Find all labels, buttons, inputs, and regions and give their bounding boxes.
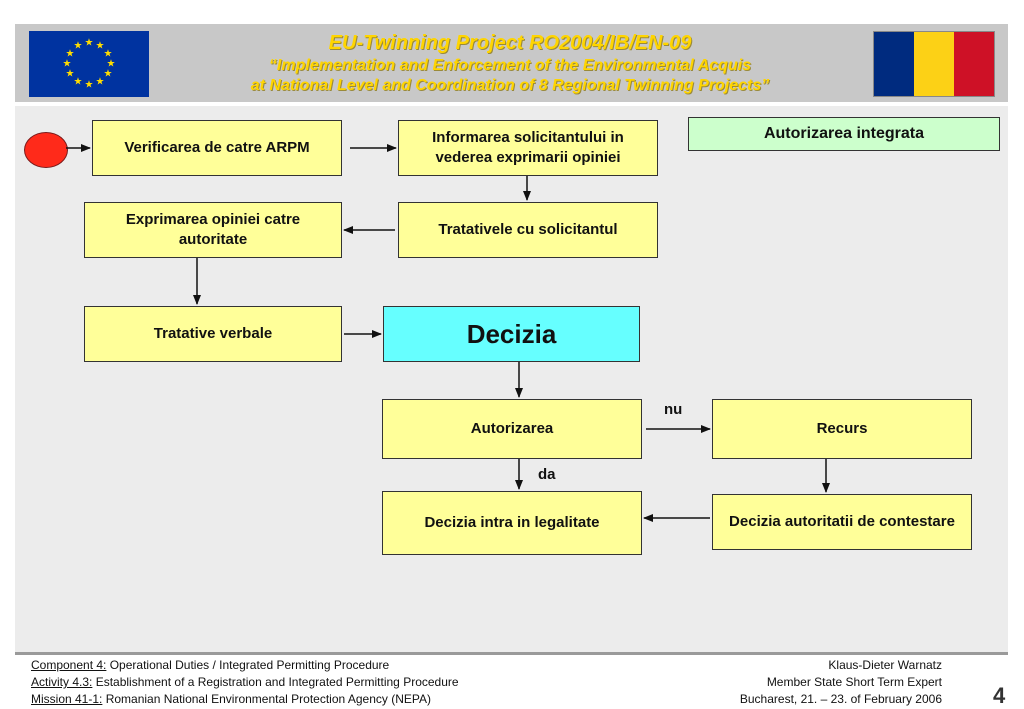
svg-text:★: ★ [74, 41, 83, 52]
node-decizia-legalitate: Decizia intra in legalitate [382, 491, 642, 555]
svg-text:★: ★ [104, 69, 113, 80]
footer-component: Component 4: Operational Duties / Integr… [31, 657, 459, 674]
edge-label-da: da [538, 466, 556, 483]
eu-flag-icon: ★★★ ★★★ ★★★ ★★★ [29, 31, 149, 97]
node-autorizarea: Autorizarea [382, 399, 642, 459]
legend-autorizarea-integrata: Autorizarea integrata [688, 117, 1000, 151]
svg-text:★: ★ [85, 80, 94, 91]
footer-right: Klaus-Dieter Warnatz Member State Short … [740, 657, 942, 708]
footer-location-date: Bucharest, 21. – 23. of February 2006 [739, 692, 942, 706]
header-title-line-2: “Implementation and Enforcement of the E… [268, 57, 752, 74]
page-number: 4 [993, 683, 1006, 708]
node-decizia-contestare: Decizia autoritatii de contestare [712, 494, 972, 550]
footer-mission-text: Romanian National Environmental Protecti… [102, 692, 431, 706]
footer-mission-label: Mission 41-1: [31, 692, 103, 706]
footer-component-text: Operational Duties / Integrated Permitti… [106, 658, 390, 672]
footer-role: Member State Short Term Expert [766, 675, 942, 689]
node-tratativele: Tratativele cu solicitantul [398, 202, 658, 258]
svg-text:★: ★ [63, 59, 72, 70]
footer-left: Component 4: Operational Duties / Integr… [31, 657, 459, 708]
eu-stars: ★★★ ★★★ ★★★ ★★★ [63, 38, 116, 91]
romania-flag-icon [873, 31, 995, 97]
footer-activity-label: Activity 4.3: [31, 675, 93, 689]
node-decizia: Decizia [383, 306, 640, 362]
node-recurs: Recurs [712, 399, 972, 459]
node-verificarea: Verificarea de catre ARPM [92, 120, 342, 176]
footer-activity: Activity 4.3: Establishment of a Registr… [31, 674, 459, 691]
svg-text:★: ★ [104, 49, 113, 60]
node-tratative-verbale: Tratative verbale [84, 306, 342, 362]
footer-mission: Mission 41-1: Romanian National Environm… [31, 691, 459, 708]
header-title-line-3: at National Level and Coordination of 8 … [250, 77, 770, 94]
footer-component-label: Component 4: [31, 658, 107, 672]
svg-text:★: ★ [85, 38, 94, 49]
diagram-area [15, 106, 1008, 655]
svg-text:★: ★ [107, 59, 116, 70]
footer-activity-text: Establishment of a Registration and Inte… [92, 675, 459, 689]
node-exprimarea: Exprimarea opiniei catre autoritate [84, 202, 342, 258]
start-circle-icon [24, 132, 68, 168]
node-informarea: Informarea solicitantului in vederea exp… [398, 120, 658, 176]
footer-author: Klaus-Dieter Warnatz [828, 658, 942, 672]
edge-label-nu: nu [664, 401, 683, 418]
svg-text:★: ★ [96, 77, 105, 88]
header-title-line-1: EU-Twinning Project RO2004/IB/EN-09 [328, 32, 692, 54]
svg-text:★: ★ [74, 77, 83, 88]
svg-text:★: ★ [66, 49, 75, 60]
svg-text:★: ★ [66, 69, 75, 80]
svg-text:★: ★ [96, 41, 105, 52]
header-bar [15, 24, 1008, 102]
